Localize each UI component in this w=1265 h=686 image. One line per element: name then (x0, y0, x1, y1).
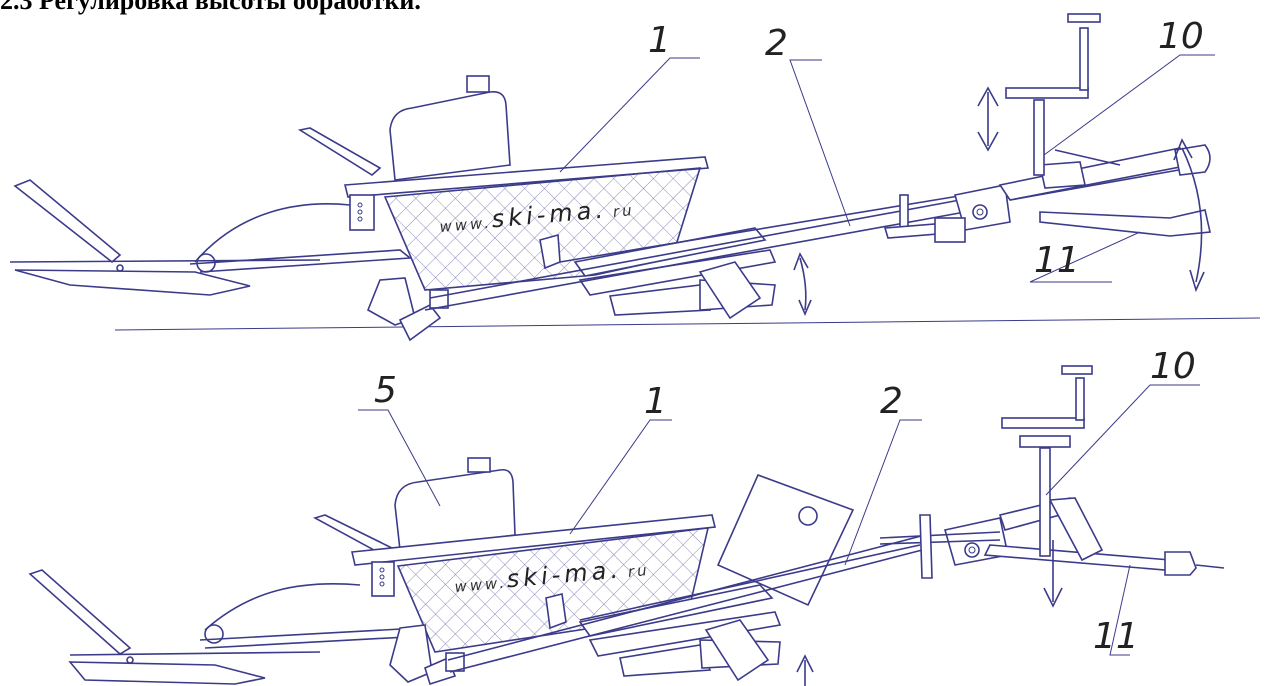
handle-top (297, 127, 382, 176)
bottom-view: www.ski-ma.ru (28, 346, 1225, 686)
frame-plate-top (343, 156, 710, 198)
arrow-vertical-top (977, 86, 999, 152)
callout-11-bottom: 11 (1093, 616, 1139, 657)
callout-2-bottom: 2 (880, 381, 903, 422)
hitch-eye-top (1174, 144, 1211, 176)
rear-runner-top (9, 179, 413, 296)
arrow-down-bottom (1043, 540, 1063, 608)
arrow-small-top (793, 252, 812, 317)
callout-1-top: 1 (648, 20, 671, 61)
callout-5-bottom: 5 (374, 370, 397, 411)
arrow-rotate-top (1173, 138, 1205, 293)
top-view: www.ski-ma.ru (9, 13, 1261, 342)
screw-handle-top (1005, 87, 1089, 99)
tank-cap-bottom (467, 457, 491, 473)
section-heading: 2.3 Регулировка высоты обработки. (0, 0, 421, 15)
height-screw-top (1033, 99, 1045, 176)
screw-handle-bottom (1001, 417, 1085, 429)
tank-cap-top (466, 75, 490, 93)
callout-10-bottom: 10 (1150, 346, 1196, 387)
lower-link-top (1039, 209, 1211, 237)
arrow-up-bottom (796, 654, 814, 686)
callout-2-top: 2 (765, 23, 788, 64)
mounting-plate-bottom (716, 473, 855, 607)
tow-bar-top (998, 147, 1192, 201)
callout-10-top: 10 (1158, 16, 1204, 57)
pivot-block-top (429, 289, 449, 309)
frame-plate-bottom (351, 514, 716, 566)
callout-11-top: 11 (1034, 240, 1080, 281)
tank-top (389, 90, 511, 181)
ground-line-top (114, 317, 1261, 331)
tank-bottom (394, 468, 516, 551)
height-screw-bottom (1039, 447, 1051, 557)
hitch-eye-bottom (1164, 551, 1197, 576)
rear-runner-bottom (28, 569, 427, 685)
callout-1-bottom: 1 (644, 381, 667, 422)
